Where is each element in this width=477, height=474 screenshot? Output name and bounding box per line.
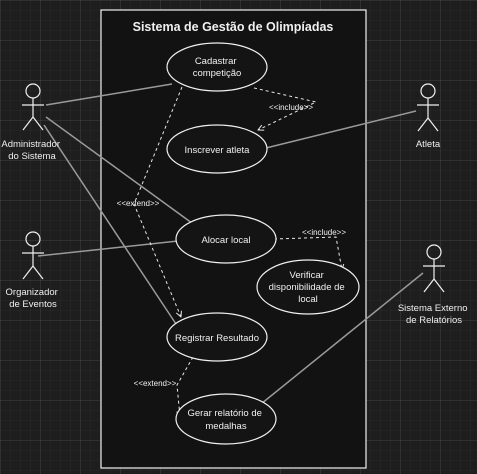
svg-text:Sistema Externo de Relat: Sistema Externo de Relatórios	[398, 303, 470, 326]
include-label-2: <<include>>	[302, 228, 346, 237]
use-case-label: Alocar local	[201, 235, 250, 246]
use-case-label: medalhas	[205, 421, 246, 432]
use-case-label: competição	[193, 68, 242, 79]
svg-text:Verificar disponibilidad: Verificar disponibilidade de local	[269, 270, 348, 305]
actor-label: de Eventos	[9, 299, 57, 310]
use-case-label: Verificar	[290, 270, 324, 281]
actor-label: Administrador	[1, 139, 60, 150]
extend-registrar-cadastrar[interactable]	[133, 86, 183, 317]
extend-gerar-registrar[interactable]	[177, 356, 194, 417]
use-case-registrar-resultado[interactable]: Registrar Resultado	[166, 312, 268, 362]
stick-figure-icon	[417, 83, 439, 132]
actor-administrador[interactable]: Administrador do Sistema	[1, 83, 62, 162]
actor-sistema-externo[interactable]: Sistema Externo de Relatórios	[398, 244, 470, 326]
use-case-inscrever-atleta[interactable]: Inscrever atleta	[166, 124, 268, 174]
svg-text:Gerar relatório de medal: Gerar relatório de medalhas	[187, 408, 264, 432]
assoc-external-gerar[interactable]	[255, 272, 424, 409]
svg-text:Atleta: Atleta	[416, 139, 441, 150]
include-alocar-verificar[interactable]	[273, 236, 342, 270]
extend-label-1: <<extend>>	[117, 199, 160, 208]
use-case-label: Cadastrar	[195, 56, 237, 67]
include-label-1: <<include>>	[269, 103, 313, 112]
actor-atleta[interactable]: Atleta	[416, 83, 441, 150]
actor-label: Organizador	[6, 287, 58, 298]
system-title: Sistema de Gestão de Olimpíadas	[133, 20, 334, 34]
assoc-organizer-alocar[interactable]	[37, 240, 179, 257]
use-case-verificar-disponibilidade[interactable]: Verificar disponibilidade de local	[256, 259, 360, 315]
actor-organizador[interactable]: Organizador de Eventos	[6, 231, 61, 310]
stick-figure-icon	[22, 83, 44, 131]
svg-text:Registrar Resultado: Registrar Resultado	[175, 333, 259, 344]
use-case-alocar-local[interactable]: Alocar local	[175, 214, 277, 264]
stick-figure-icon	[423, 244, 445, 293]
assoc-admin-cadastrar[interactable]	[45, 83, 173, 106]
actor-label: Atleta	[416, 139, 441, 150]
use-case-label: local	[298, 294, 318, 305]
use-case-cadastrar-competicao[interactable]: Cadastrar competição	[166, 42, 268, 92]
use-case-label: disponibilidade de	[269, 282, 345, 293]
svg-text:Inscrever atleta: Inscrever atleta	[185, 145, 251, 156]
actor-label: de Relatórios	[406, 315, 462, 326]
svg-text:Administrador do Sistema: Administrador do Sistema	[1, 139, 62, 162]
assoc-athlete-inscrever[interactable]	[265, 110, 417, 149]
use-case-label: Gerar relatório de	[187, 408, 261, 419]
svg-text:Organizador de Eventos: Organizador de Eventos	[6, 287, 61, 310]
assoc-admin-alocar[interactable]	[45, 116, 197, 227]
actor-label: Sistema Externo	[398, 303, 468, 314]
use-case-label: Inscrever atleta	[185, 145, 251, 156]
actor-label: do Sistema	[8, 151, 56, 162]
assoc-admin-registrar[interactable]	[43, 124, 179, 328]
use-case-gerar-relatorio[interactable]: Gerar relatório de medalhas	[175, 393, 277, 445]
stick-figure-icon	[22, 231, 44, 280]
svg-text:Cadastrar competição: Cadastrar competição	[193, 56, 242, 79]
use-case-label: Registrar Resultado	[175, 333, 259, 344]
extend-label-2: <<extend>>	[134, 379, 177, 388]
svg-text:Alocar local: Alocar local	[201, 235, 250, 246]
